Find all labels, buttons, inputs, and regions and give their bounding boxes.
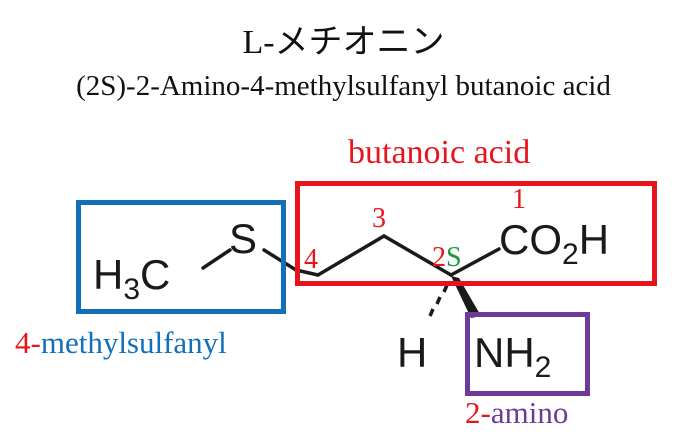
locant-3: 3 bbox=[372, 203, 386, 234]
amino-box bbox=[465, 312, 590, 396]
stereo-config: S bbox=[446, 242, 462, 273]
locant-1: 1 bbox=[512, 184, 526, 215]
methyl-group: H3C bbox=[93, 251, 171, 305]
sulfur-atom: S bbox=[229, 215, 258, 262]
methyl-subscript: 3 bbox=[123, 273, 141, 306]
butanoic-acid-label: butanoic acid bbox=[348, 134, 531, 171]
methyl-c: C bbox=[140, 251, 171, 298]
carboxyl-group: CO2H bbox=[499, 216, 610, 270]
amino-subscript: 2 bbox=[534, 351, 552, 384]
amino-label: 2-amino bbox=[465, 397, 568, 428]
japanese-title: L-メチオニン bbox=[242, 24, 445, 61]
locant-2-stereo: 2S bbox=[432, 244, 462, 272]
methylsulfanyl-text: methylsulfanyl bbox=[40, 325, 227, 360]
amino-prefix: 2- bbox=[465, 395, 491, 430]
methylsulfanyl-box bbox=[76, 200, 286, 314]
carboxyl-subscript: 2 bbox=[562, 238, 579, 271]
locant-4: 4 bbox=[304, 244, 318, 275]
amino-text: amino bbox=[490, 395, 569, 430]
amino-nh: NH bbox=[474, 329, 535, 376]
iupac-name: (2S)-2-Amino-4-methylsulfanyl butanoic a… bbox=[76, 70, 611, 102]
butanoic-acid-box bbox=[295, 181, 657, 286]
methylsulfanyl-prefix: 4- bbox=[15, 325, 41, 360]
alpha-hydrogen: H bbox=[397, 329, 428, 376]
locant-2: 2 bbox=[432, 242, 446, 273]
methyl-h: H bbox=[93, 251, 124, 298]
carboxyl-h: H bbox=[578, 216, 610, 263]
carboxyl-co: CO bbox=[499, 216, 562, 263]
amino-group: NH2 bbox=[474, 329, 551, 383]
methylsulfanyl-label: 4-methylsulfanyl bbox=[15, 327, 227, 358]
